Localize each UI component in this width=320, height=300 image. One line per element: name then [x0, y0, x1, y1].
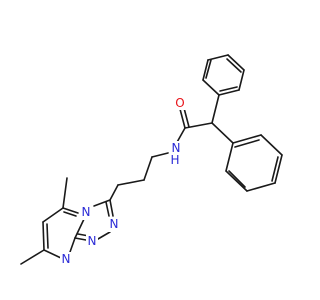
label-mask [170, 141, 182, 154]
bond [211, 122, 234, 144]
bond [62, 207, 79, 214]
bond [225, 170, 248, 192]
amide-nitrogen-atom: N H [169, 141, 182, 167]
bond [234, 139, 260, 148]
bond [151, 152, 169, 158]
bond [232, 134, 262, 144]
oxygen-label: O [175, 96, 184, 110]
bond [42, 207, 64, 223]
ring-nitrogen-n8: N [60, 252, 72, 267]
bond [219, 86, 238, 92]
bond [93, 199, 111, 207]
bond [74, 237, 87, 241]
bond [109, 199, 114, 217]
bond [105, 201, 110, 217]
amide-hydrogen-label: H [170, 153, 179, 167]
ring-n1-label: N [110, 217, 119, 231]
bond [271, 156, 279, 182]
atom-labels: O N H N N N N [60, 96, 186, 267]
oxygen-atom: O [174, 96, 186, 110]
bond [97, 231, 111, 240]
bond [260, 134, 283, 156]
bonds [20, 54, 283, 265]
bond [226, 58, 242, 73]
label-mask [174, 96, 186, 110]
bond [43, 249, 62, 259]
bond [20, 249, 45, 265]
label-mask [86, 234, 98, 249]
bond [238, 69, 245, 91]
bond [211, 94, 220, 124]
bond [218, 89, 240, 96]
label-mask [169, 153, 181, 167]
molecule-canvas: O N H N N N N [20, 54, 283, 267]
amide-nitrogen-label: N [172, 141, 181, 155]
label-mask [80, 205, 92, 220]
bond [62, 177, 68, 209]
ring-n8-label: N [62, 252, 71, 266]
bond [227, 54, 245, 71]
bond [143, 156, 153, 181]
bond [183, 107, 190, 128]
bond [274, 154, 283, 184]
bond [42, 221, 45, 251]
ring-n4-label: N [82, 205, 91, 219]
bond [74, 216, 86, 239]
bond [179, 108, 186, 129]
bond [225, 142, 234, 172]
bond [207, 54, 229, 61]
bond [202, 59, 209, 81]
ring-n2-label: N [88, 234, 97, 248]
bond [69, 237, 76, 253]
label-mask [60, 252, 72, 267]
ring-nitrogen-n2: N [86, 234, 98, 249]
ring-nitrogen-n4: N [80, 205, 92, 220]
label-mask [108, 217, 120, 232]
bond [228, 170, 246, 188]
bond [246, 182, 276, 192]
bond [202, 79, 220, 96]
structure-diagram: O N H N N N N [20, 54, 283, 267]
bond [63, 211, 77, 217]
bond [46, 223, 49, 249]
bond [117, 179, 145, 186]
ring-nitrogen-n1: N [108, 217, 120, 232]
bond [205, 59, 212, 79]
bond [109, 184, 119, 201]
